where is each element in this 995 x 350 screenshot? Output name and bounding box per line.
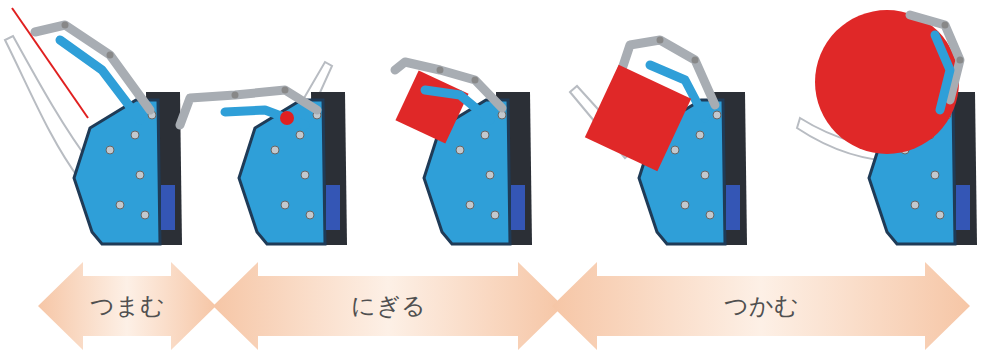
joint [692, 57, 699, 64]
double-arrow [38, 262, 216, 350]
link [935, 35, 950, 110]
joint [657, 37, 664, 44]
ball-object [815, 10, 959, 154]
gripper [180, 62, 347, 245]
double-arrow [552, 262, 970, 350]
joint [107, 52, 114, 59]
joint [942, 22, 949, 29]
link [60, 40, 140, 120]
link [225, 110, 305, 125]
link [425, 90, 490, 120]
thin-object [12, 8, 88, 118]
link [180, 90, 317, 125]
joint [472, 77, 479, 84]
arrow-label: つまむ [38, 290, 216, 322]
gripper [570, 37, 747, 246]
gripper-links [395, 62, 502, 120]
box-object [585, 65, 691, 171]
range-arrow: にぎる [213, 262, 563, 350]
double-arrow [213, 262, 563, 350]
range-arrow: つまむ [38, 262, 216, 350]
link [395, 62, 502, 108]
range-arrow: つかむ [552, 262, 970, 350]
gripper-links [910, 15, 964, 110]
arrow-label: にぎる [213, 290, 563, 322]
joint [957, 57, 964, 64]
small-object [280, 111, 294, 125]
joint [282, 87, 289, 94]
arrow-label: つかむ [552, 290, 970, 322]
joint [62, 22, 69, 29]
palm [74, 92, 182, 245]
link [910, 15, 960, 100]
box-object [395, 70, 468, 143]
joint [437, 67, 444, 74]
joint [232, 92, 239, 99]
gripper [5, 22, 182, 246]
